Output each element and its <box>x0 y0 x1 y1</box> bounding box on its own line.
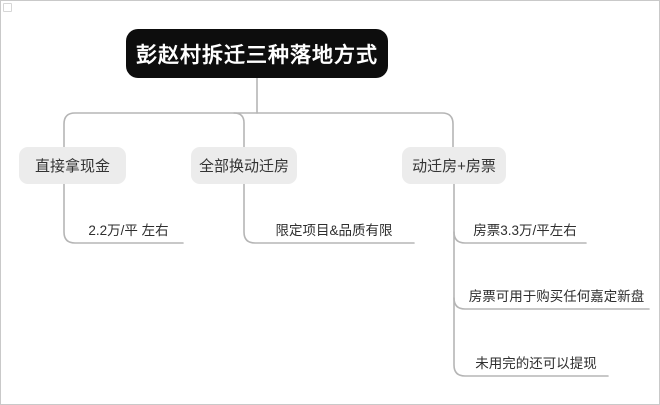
root-node[interactable]: 彭赵村拆迁三种落地方式 <box>126 29 388 78</box>
leaf-node-ticket-price[interactable]: 房票3.3万/平左右 <box>473 223 577 238</box>
connector-leaf-3-1 <box>453 231 587 244</box>
connector-rail <box>63 112 454 148</box>
leaf-node-limited-projects[interactable]: 限定项目&品质有限 <box>275 223 393 238</box>
connector-branch-2-drop <box>233 112 245 148</box>
connector-leaf-1-1 <box>63 183 184 244</box>
branch-node-all-relocation-housing[interactable]: 全部换动迁房 <box>191 147 297 184</box>
branch-node-cash[interactable]: 直接拿现金 <box>19 147 126 184</box>
leaf-node-ticket-cashout[interactable]: 未用完的还可以提现 <box>475 356 597 371</box>
leaf-node-cash-price[interactable]: 2.2万/平 左右 <box>88 223 169 238</box>
branch-node-housing-plus-ticket[interactable]: 动迁房+房票 <box>402 147 506 184</box>
connector-leaf-3-3 <box>453 183 609 377</box>
leaf-node-ticket-usage[interactable]: 房票可用于购买任何嘉定新盘 <box>468 289 645 304</box>
image-placeholder-artifact <box>3 3 12 12</box>
connector-leaf-2-1 <box>243 183 415 244</box>
connector-leaf-3-2 <box>453 297 650 310</box>
